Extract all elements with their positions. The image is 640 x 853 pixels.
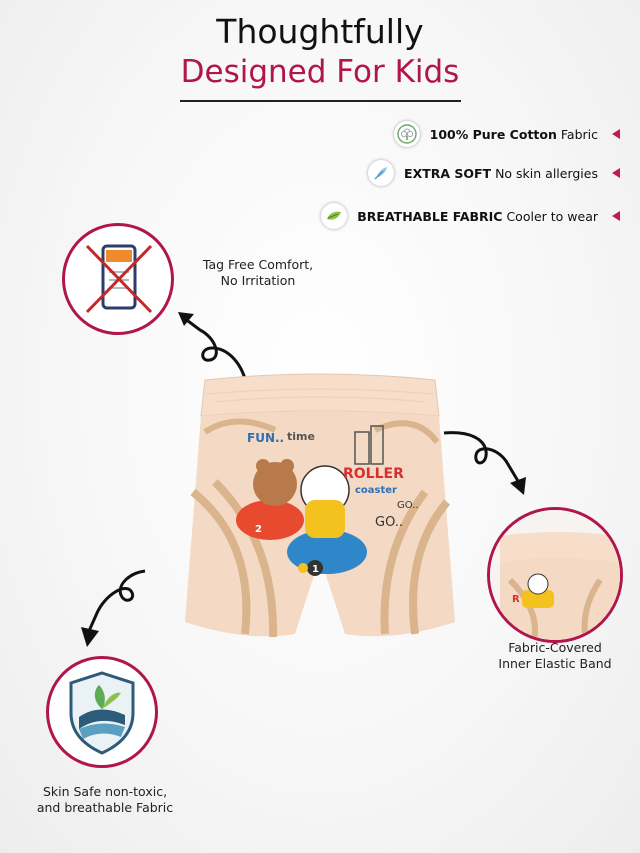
skin-safe-circle [46,656,158,768]
leaf-breathable-icon [321,203,348,229]
arrow-left-icon [612,211,620,221]
tag-free-line2: No Irritation [220,273,296,288]
tag-free-caption: Tag Free Comfort, No Irritation [188,257,328,289]
feature-breathable-rest: Cooler to wear [502,208,598,224]
print-text-time: time [287,430,315,443]
print-text-coaster: coaster [355,485,397,496]
page-title-line1: Thoughtfully [216,12,424,51]
arrow-left-icon [612,168,620,178]
no-tag-icon [85,244,153,314]
cotton-flower-icon [393,121,420,147]
feature-breathable-bold: BREATHABLE FABRIC [357,208,503,224]
feature-breathable: BREATHABLE FABRIC Cooler to wear [321,203,620,229]
kids-shorts-image: FUN.. time ROLLER coaster GO.. GO.. 1 2 [185,373,455,638]
print-text-go1: GO.. [397,500,419,511]
feather-soft-icon [368,160,395,186]
svg-text:R: R [512,594,520,605]
curly-arrow-icon [443,431,526,495]
feature-soft: EXTRA SOFT No skin allergies [368,160,620,186]
elastic-closeup-image: R [490,510,620,640]
skin-safe-caption: Skin Safe non-toxic, and breathable Fabr… [20,784,190,816]
feature-cotton-rest: Fabric [556,126,598,142]
print-text-roller: ROLLER [343,466,404,482]
arrow-left-icon [612,129,620,139]
print-text-go2: GO.. [375,515,403,530]
feature-soft-rest: No skin allergies [491,165,598,181]
skin-safe-line1: Skin Safe non-toxic, [42,784,168,799]
print-text-num1: 1 [312,564,319,575]
page-title-line2: Designed For Kids [180,54,460,90]
title-divider [180,100,461,102]
skin-safe-line2: and breathable Fabric [36,800,174,815]
feature-soft-bold: EXTRA SOFT [404,165,492,181]
curly-arrow-icon [178,312,248,383]
feature-cotton: 100% Pure Cotton Fabric [393,121,620,147]
curly-arrow-icon [81,569,146,647]
tag-free-circle [62,223,174,335]
feature-cotton-bold: 100% Pure Cotton [429,126,557,142]
shield-leaf-icon [69,671,135,755]
tag-free-line1: Tag Free Comfort, [202,257,314,272]
elastic-line1: Fabric-Covered [508,640,602,655]
print-text-fun: FUN.. [247,431,284,445]
elastic-caption: Fabric-Covered Inner Elastic Band [480,640,630,672]
elastic-line2: Inner Elastic Band [498,656,612,671]
print-text-num2: 2 [255,524,262,535]
elastic-circle: R [487,507,623,643]
